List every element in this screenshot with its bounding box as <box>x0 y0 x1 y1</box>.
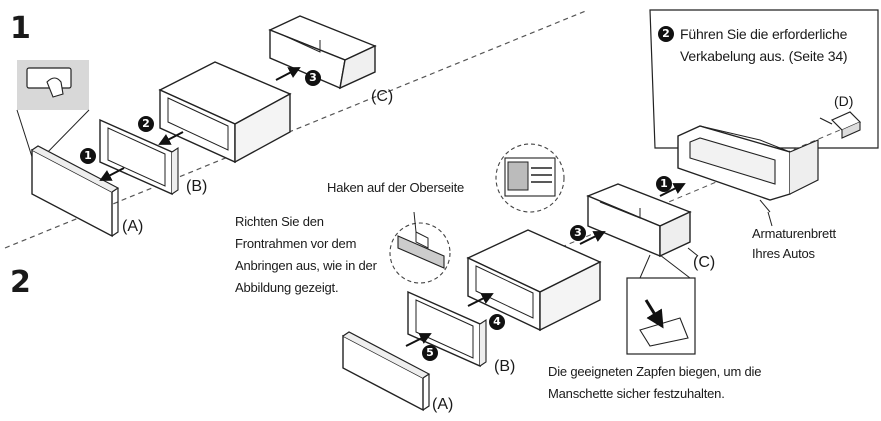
part-label-b-step1: (B) <box>186 178 208 195</box>
badge-step2-1: 1 <box>656 176 672 192</box>
badge-step2-4: 4 <box>489 314 505 330</box>
align-note-line-4: Abbildung gezeigt. <box>235 280 339 295</box>
trim-frame-b-step2 <box>407 290 487 368</box>
hook-label: Haken auf der Oberseite <box>327 180 465 195</box>
callout-line-2: Verkabelung aus. (Seite 34) <box>680 48 848 64</box>
align-note-line-2: Frontrahmen vor dem <box>235 236 357 251</box>
radio-unit-step2 <box>466 229 602 332</box>
release-button-callout <box>16 60 90 161</box>
badge-step2-2: 2 <box>658 26 674 42</box>
radio-unit-step1 <box>158 61 292 164</box>
sleeve-c-step2 <box>586 183 692 258</box>
tabs-note-line-2: Manschette sicher festzuhalten. <box>548 386 725 401</box>
badge-step2-3: 3 <box>570 225 586 241</box>
badge-step2-5: 5 <box>422 345 438 361</box>
tabs-note-line-1: Die geeigneten Zapfen biegen, um die <box>548 364 762 379</box>
part-label-d: (D) <box>834 93 854 109</box>
dashboard-label-line-2: Ihres Autos <box>752 246 815 261</box>
faceplate-a-step1 <box>31 145 120 238</box>
connector-d <box>819 111 862 139</box>
magnifier-tabs-detail <box>495 143 565 213</box>
dashboard-label-line-1: Armaturenbrett <box>752 226 836 241</box>
trim-frame-b-step1 <box>99 118 179 196</box>
faceplate-a-step2 <box>342 331 431 412</box>
part-label-a-step2: (A) <box>432 396 454 413</box>
part-label-c-step2: (C) <box>693 254 716 271</box>
part-label-b-step2: (B) <box>494 358 516 375</box>
part-label-a-step1: (A) <box>122 218 144 235</box>
bend-tab-detail <box>626 254 696 355</box>
step-number-1: 1 <box>10 11 31 46</box>
car-dashboard <box>677 125 819 213</box>
badge-step1-2: 2 <box>138 116 154 132</box>
align-note-line-1: Richten Sie den <box>235 214 324 229</box>
section-divider <box>4 9 589 249</box>
align-note-line-3: Anbringen aus, wie in der <box>235 258 377 273</box>
callout-line-1: Führen Sie die erforderliche <box>680 26 848 42</box>
badge-step1-1: 1 <box>80 148 96 164</box>
wiring-callout-box <box>649 9 879 149</box>
badge-step1-3: 3 <box>305 70 321 86</box>
sleeve-c-step1 <box>268 15 377 90</box>
magnifier-hook-detail <box>389 211 451 284</box>
step-number-2: 2 <box>10 265 31 300</box>
part-label-c-step1: (C) <box>371 88 394 105</box>
